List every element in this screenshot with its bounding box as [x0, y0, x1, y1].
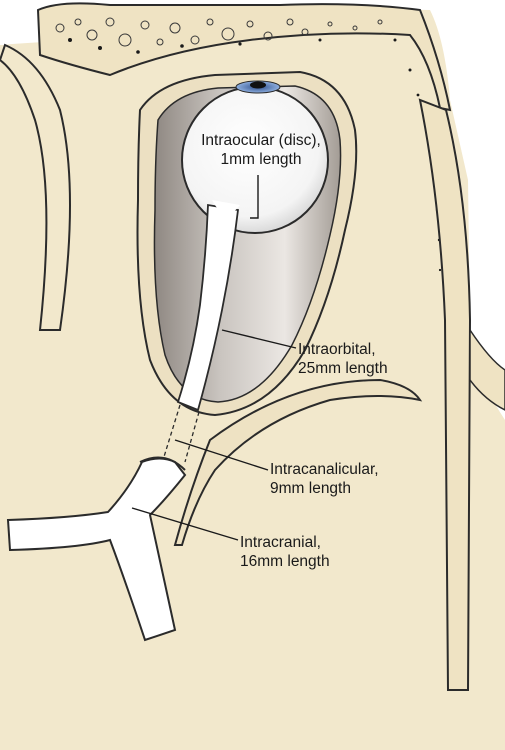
label-intracranial-line1: Intracranial, [240, 533, 330, 552]
label-intracanalicular: Intracanalicular, 9mm length [270, 460, 379, 498]
label-intracranial-line2: 16mm length [240, 552, 330, 571]
label-intraocular-line1: Intraocular (disc), [186, 131, 336, 150]
label-intracanalicular-line1: Intracanalicular, [270, 460, 379, 479]
label-intraorbital-line2: 25mm length [298, 359, 388, 378]
label-intraocular-line2: 1mm length [186, 150, 336, 169]
label-intracanalicular-line2: 9mm length [270, 479, 379, 498]
pupil [250, 82, 266, 89]
label-intraocular: Intraocular (disc), 1mm length [186, 131, 336, 169]
label-intracranial: Intracranial, 16mm length [240, 533, 330, 571]
label-intraorbital: Intraorbital, 25mm length [298, 340, 388, 378]
label-intraorbital-line1: Intraorbital, [298, 340, 388, 359]
